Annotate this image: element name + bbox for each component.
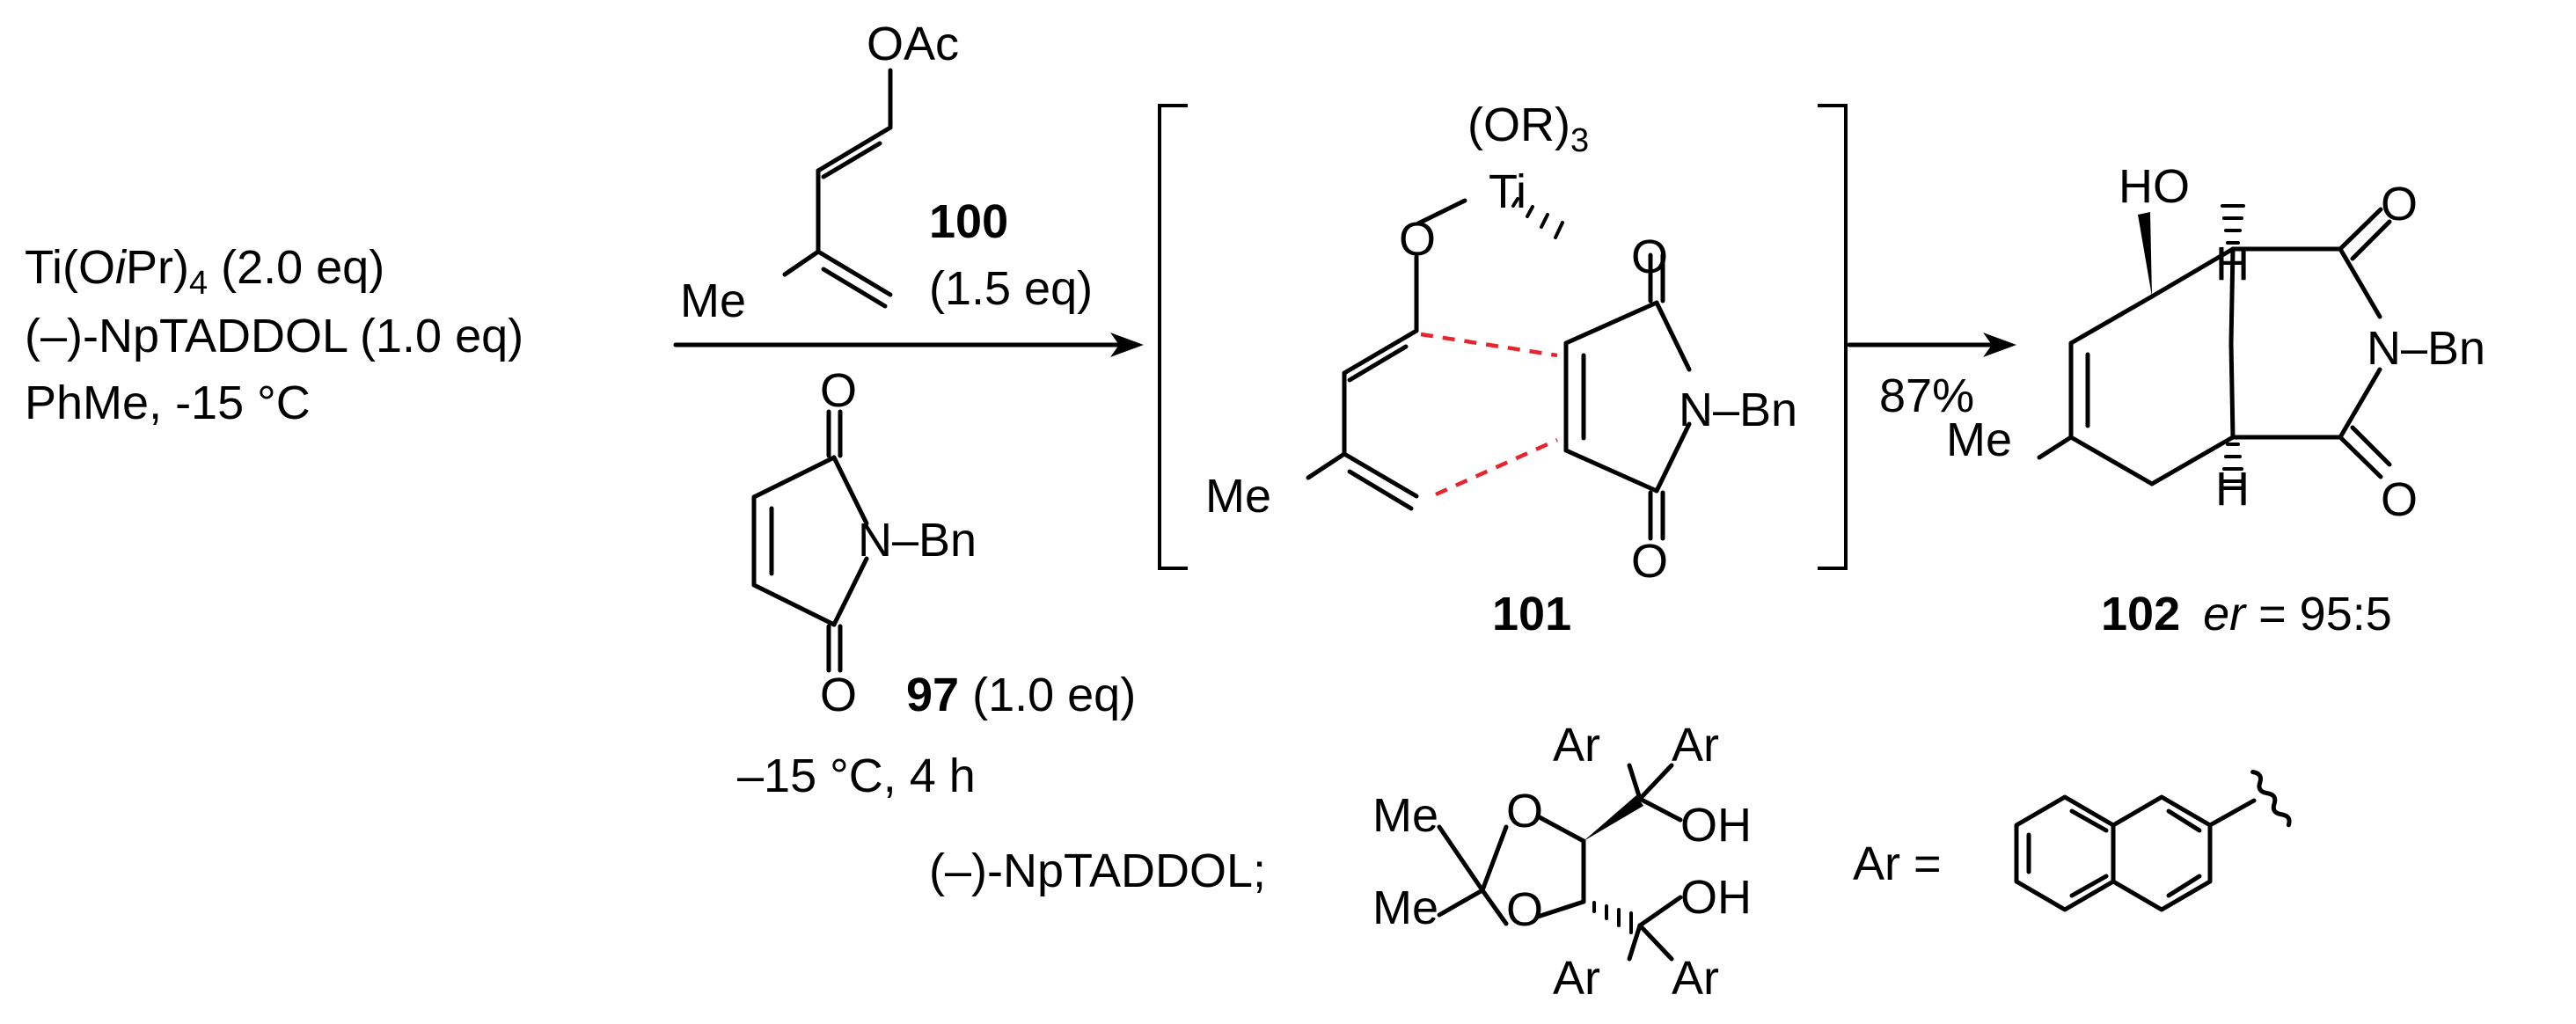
taddol-me-1: Me (1372, 789, 1438, 842)
taddol-o-2: O (1506, 883, 1543, 936)
ti-o-right: O (1631, 230, 1668, 283)
left-bracket (1158, 104, 1188, 570)
reaction-conditions: Ti(OiPr)4 (2.0 eq) (–)-NpTADDOL (1.0 eq)… (25, 241, 523, 429)
ti-or3-label: (OR)3 (1467, 99, 1589, 159)
conditions-line-1: Ti(OiPr)4 (2.0 eq) (25, 241, 384, 302)
attachment-wavy-bond (2250, 769, 2292, 828)
product-o-bottom: O (2381, 473, 2418, 526)
taddol-label: (–)-NpTADDOL; (929, 845, 1266, 897)
maleimide-97-structure: O N–Bn O 97 (1.0 eq) (751, 364, 1136, 721)
ti-o-left: O (1399, 213, 1436, 266)
taddol-ar-2: Ar (1672, 719, 1719, 772)
reaction-arrow-2 (1847, 333, 2016, 357)
diene-me-label: Me (680, 274, 746, 327)
right-bracket (1818, 104, 1848, 570)
hash-h-top (2221, 204, 2245, 245)
taddol-o-1: O (1506, 785, 1543, 837)
maleimide-n-bn: N–Bn (858, 514, 977, 567)
taddol-oh-1: OH (1680, 799, 1752, 852)
taddol-ar-4: Ar (1672, 952, 1719, 1005)
taddol-oh-2: OH (1680, 871, 1752, 924)
intermediate-me-label: Me (1205, 470, 1271, 523)
conditions-line-2: (–)-NpTADDOL (1.0 eq) (25, 310, 523, 362)
maleimide-o-top: O (820, 364, 857, 417)
diene-oac-label: OAc (867, 18, 959, 70)
reaction-arrow-1 (673, 333, 1144, 357)
ti-label: Ti (1489, 165, 1526, 218)
product-me-label: Me (1946, 413, 2012, 466)
compound-101-id: 101 (1492, 588, 1571, 640)
naphthalene-ring-2 (2111, 794, 2213, 912)
taddol-ar-1: Ar (1553, 719, 1600, 772)
yield-label: 87% (1879, 369, 1974, 422)
ar-definition: Ar = (1853, 769, 2292, 912)
maleimide-o-bottom: O (820, 669, 857, 721)
taddol-ar-3: Ar (1553, 952, 1600, 1005)
compound-97-label: 97 (1.0 eq) (906, 669, 1136, 721)
compound-100-eq: (1.5 eq) (929, 262, 1093, 315)
product-ho-label: HO (2119, 160, 2190, 213)
intermediate-101: (OR)3 Ti O O Me N–Bn O 101 (1158, 99, 1848, 640)
product-h-bottom: H (2215, 463, 2250, 516)
hash-h-bottom (2221, 443, 2245, 483)
diene-100-structure: OAc Me 100 (1.5 eq) (680, 18, 1093, 327)
compound-100-id: 100 (929, 195, 1008, 248)
conditions-line-3: PhMe, -15 °C (25, 377, 311, 429)
taddol-structure: (–)-NpTADDOL; Me Me O O Ar Ar OH OH Ar A… (929, 719, 1752, 1005)
intermediate-o-bottom: O (1631, 535, 1668, 588)
product-h-top: H (2215, 238, 2250, 290)
product-o-top: O (2381, 178, 2418, 230)
ar-equals-label: Ar = (1853, 837, 1942, 890)
time-condition: –15 °C, 4 h (737, 750, 976, 802)
intermediate-n-bn: N–Bn (1679, 384, 1797, 436)
taddol-me-2: Me (1372, 881, 1438, 934)
product-n-bn: N–Bn (2367, 322, 2485, 375)
